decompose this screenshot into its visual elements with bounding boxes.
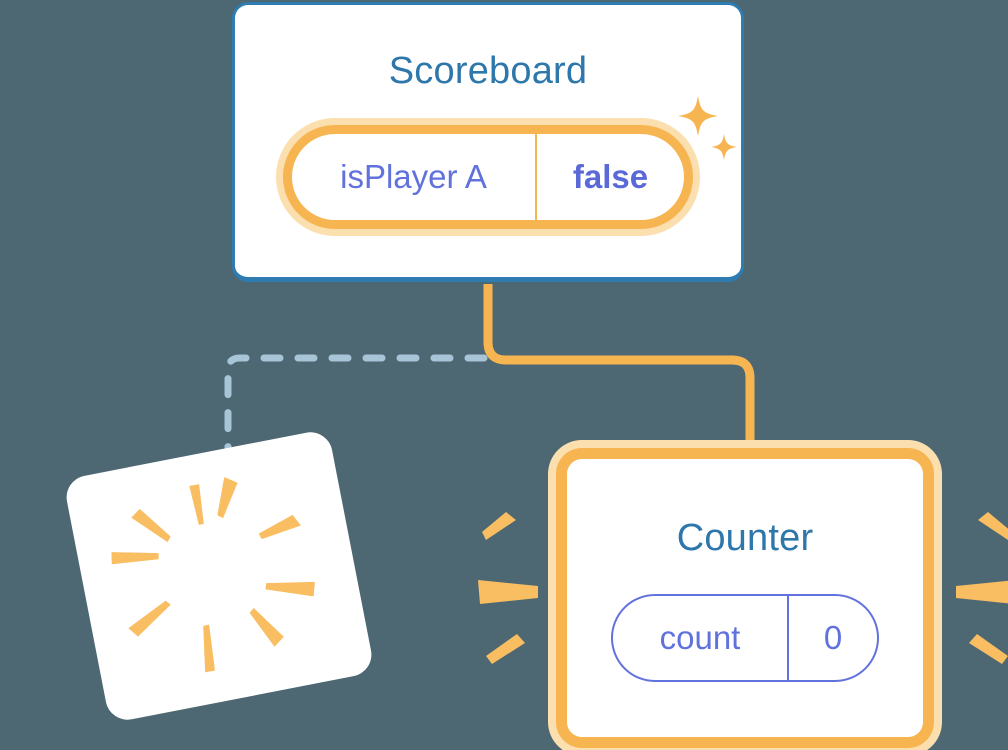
connector-scoreboard-to-blank	[224, 354, 488, 474]
scoreboard-state-key: isPlayer A	[292, 134, 537, 220]
blank-card[interactable]	[62, 428, 376, 724]
counter-state-key: count	[613, 596, 789, 680]
counter-title: Counter	[676, 517, 814, 559]
connector-scoreboard-to-counter	[483, 284, 755, 470]
counter-state-value: 0	[823, 619, 843, 656]
scoreboard-state-value: false	[572, 158, 649, 195]
counter-card[interactable]: Counter count 0	[556, 448, 934, 748]
counter-state-pill[interactable]: count 0	[611, 594, 879, 682]
scoreboard-card[interactable]: Scoreboard isPlayer A false	[232, 2, 744, 282]
scoreboard-title: Scoreboard	[388, 50, 588, 92]
scoreboard-state-pill[interactable]: isPlayer A false	[283, 125, 693, 229]
